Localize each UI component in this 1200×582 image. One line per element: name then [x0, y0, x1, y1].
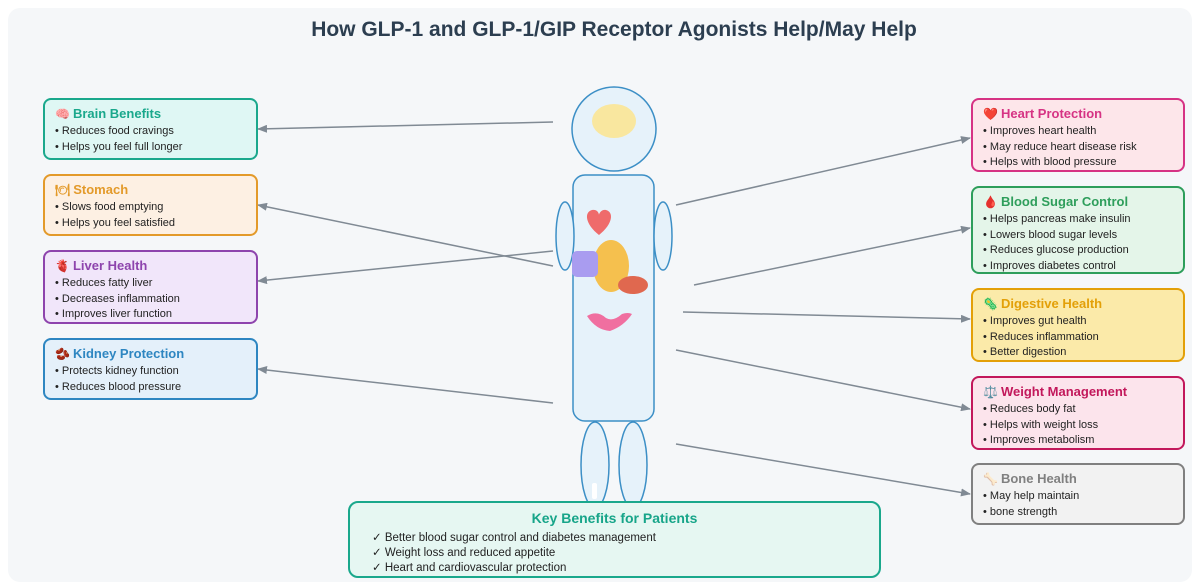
heart-protection-title: ❤️Heart Protection	[983, 106, 1103, 121]
list-item: Reduces glucose production	[983, 243, 1173, 259]
liver-health-box: 🫀Liver Health Reduces fatty liver Decrea…	[43, 250, 258, 324]
digestive-health-title: 🦠Digestive Health	[983, 296, 1103, 311]
arrow-bone	[675, 443, 971, 497]
list-item: Decreases inflammation	[55, 292, 246, 308]
arrow-kidney	[257, 366, 554, 404]
list-item: Reduces inflammation	[983, 330, 1173, 346]
blood-sugar-control-title: 🩸Blood Sugar Control	[983, 194, 1129, 209]
key-benefit-item: Weight loss and reduced appetite	[372, 546, 656, 561]
heart-protection-box: ❤️Heart Protection Improves heart health…	[971, 98, 1185, 172]
list-item: bone strength	[983, 505, 1173, 521]
brain-benefits-box: 🧠Brain Benefits Reduces food cravings He…	[43, 98, 258, 160]
kidney-icon: 🫘	[55, 347, 70, 361]
key-benefits-title: Key Benefits for Patients	[531, 510, 698, 526]
liver-icon: 🫀	[55, 259, 70, 273]
figure-left-arm	[555, 201, 575, 271]
key-benefit-item: Heart and cardiovascular protection	[372, 561, 656, 576]
list-item: Slows food emptying	[55, 200, 246, 216]
arrow-stomach	[257, 202, 554, 267]
microbe-icon: 🦠	[983, 297, 998, 311]
stomach-title: 🍽Stomach	[55, 182, 129, 197]
figure-right-leg	[618, 421, 648, 509]
figure-kidney	[618, 276, 648, 294]
list-item: Helps with weight loss	[983, 418, 1173, 434]
figure-stomach	[572, 251, 598, 277]
page-title: How GLP-1 and GLP-1/GIP Receptor Agonist…	[311, 18, 917, 41]
arrow-brain	[257, 121, 554, 133]
bone-health-title: 🦴Bone Health	[983, 471, 1077, 486]
list-item: Improves gut health	[983, 314, 1173, 330]
figure-pancreas	[587, 313, 632, 331]
list-item: Helps you feel full longer	[55, 140, 246, 156]
list-item: Reduces body fat	[983, 402, 1173, 418]
list-item: Reduces blood pressure	[55, 380, 246, 396]
brain-icon: 🧠	[55, 107, 70, 121]
bone-icon: 🦴	[983, 472, 998, 486]
digestive-health-box: 🦠Digestive Health Improves gut health Re…	[971, 288, 1185, 362]
figure-torso	[572, 174, 655, 422]
arrow-heart	[675, 136, 971, 206]
connector-arrows	[257, 121, 971, 497]
list-item: Protects kidney function	[55, 364, 246, 380]
figure-right-arm	[653, 201, 673, 271]
human-figure	[555, 86, 673, 509]
list-item: Improves heart health	[983, 124, 1173, 140]
arrow-weight	[675, 349, 971, 412]
blood-drop-icon: 🩸	[983, 195, 998, 209]
list-item: Reduces fatty liver	[55, 276, 246, 292]
list-item: Helps pancreas make insulin	[983, 212, 1173, 228]
plate-icon: 🍽	[55, 183, 71, 197]
brain-benefits-title: 🧠Brain Benefits	[55, 106, 162, 121]
liver-health-title: 🫀Liver Health	[55, 258, 148, 273]
stomach-box: 🍽Stomach Slows food emptying Helps you f…	[43, 174, 258, 236]
list-item: Lowers blood sugar levels	[983, 228, 1173, 244]
list-item: Improves metabolism	[983, 433, 1173, 449]
key-benefit-item: Better blood sugar control and diabetes …	[372, 531, 656, 546]
list-item: Improves diabetes control	[983, 259, 1173, 275]
heart-icon: ❤️	[983, 107, 998, 121]
blood-sugar-control-box: 🩸Blood Sugar Control Helps pancreas make…	[971, 186, 1185, 274]
key-benefits-box: Key Benefits for Patients Better blood s…	[348, 501, 881, 578]
list-item: Helps you feel satisfied	[55, 216, 246, 232]
arrow-digestive	[682, 311, 971, 323]
figure-heart	[586, 209, 612, 235]
list-item: Reduces food cravings	[55, 124, 246, 140]
figure-brain	[592, 104, 636, 138]
list-item: May help maintain	[983, 489, 1173, 505]
arrow-blood-sugar	[693, 225, 971, 286]
kidney-protection-box: 🫘Kidney Protection Protects kidney funct…	[43, 338, 258, 400]
list-item: May reduce heart disease risk	[983, 140, 1173, 156]
list-item: Better digestion	[983, 345, 1173, 361]
weight-management-box: ⚖️Weight Management Reduces body fat Hel…	[971, 376, 1185, 450]
list-item: Helps with blood pressure	[983, 155, 1173, 171]
list-item: Improves liver function	[55, 307, 246, 323]
scale-icon: ⚖️	[983, 385, 998, 399]
bone-health-box: 🦴Bone Health May help maintain bone stre…	[971, 463, 1185, 525]
key-benefits-list: Better blood sugar control and diabetes …	[372, 531, 656, 576]
figure-left-foot	[592, 483, 597, 499]
figure-liver	[593, 240, 629, 292]
weight-management-title: ⚖️Weight Management	[983, 384, 1128, 399]
kidney-protection-title: 🫘Kidney Protection	[55, 346, 185, 361]
arrow-liver	[257, 250, 554, 285]
